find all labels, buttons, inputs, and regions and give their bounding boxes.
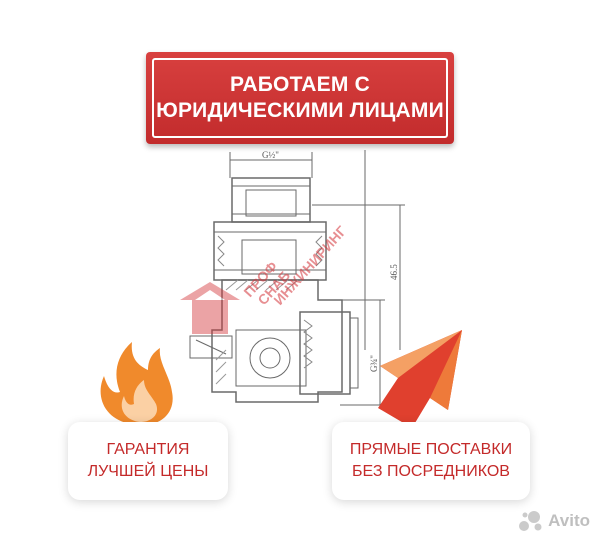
guarantee-badge-line-2: ЛУЧШЕЙ ЦЕНЫ [87, 463, 209, 480]
dimension-label-side: G¾" [369, 355, 379, 372]
dimension-label-height: 46.5 [389, 264, 399, 280]
headline-line-1: РАБОТАЕМ С [230, 73, 370, 96]
dimension-label-top: G½" [262, 150, 279, 160]
arrow-icon [378, 330, 462, 428]
headline-banner-frame: РАБОТАЕМ С ЮРИДИЧЕСКИМИ ЛИЦАМИ [152, 58, 448, 138]
guarantee-badge-line-1: ГАРАНТИЯ [106, 441, 190, 458]
avito-watermark: Avito [518, 510, 590, 532]
headline-banner: РАБОТАЕМ С ЮРИДИЧЕСКИМИ ЛИЦАМИ [146, 52, 454, 144]
avito-label: Avito [548, 511, 590, 530]
direct-supply-badge: ПРЯМЫЕ ПОСТАВКИ БЕЗ ПОСРЕДНИКОВ [332, 422, 530, 500]
direct-supply-badge-line-1: ПРЯМЫЕ ПОСТАВКИ [349, 441, 513, 458]
watermark-logo [180, 282, 240, 334]
watermark-text-3: ИНЖИНИРИНГ [270, 223, 349, 308]
headline-line-2: ЮРИДИЧЕСКИМИ ЛИЦАМИ [156, 99, 444, 122]
direct-supply-badge-line-2: БЕЗ ПОСРЕДНИКОВ [352, 463, 510, 480]
flame-icon [100, 342, 173, 426]
avito-logo-icon [519, 511, 542, 531]
guarantee-badge: ГАРАНТИЯ ЛУЧШЕЙ ЦЕНЫ [68, 422, 228, 500]
